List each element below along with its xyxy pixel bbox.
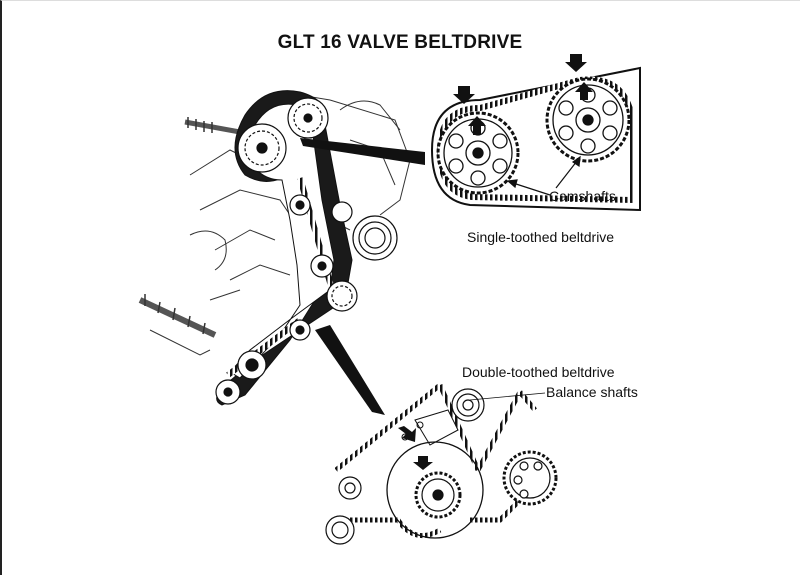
callout-wedges	[300, 138, 425, 415]
single-beltdrive-inset	[430, 54, 641, 212]
balance-shafts-label: Balance shafts	[546, 384, 638, 400]
main-pulleys	[215, 97, 398, 405]
double-beltdrive-caption: Double-toothed beltdrive	[462, 364, 615, 380]
single-beltdrive-caption: Single-toothed beltdrive	[467, 229, 615, 245]
camshafts-label: Camshafts	[549, 188, 616, 204]
double-beltdrive-inset	[325, 383, 558, 545]
diagram-title: GLT 16 VALVE BELTDRIVE	[277, 32, 523, 53]
